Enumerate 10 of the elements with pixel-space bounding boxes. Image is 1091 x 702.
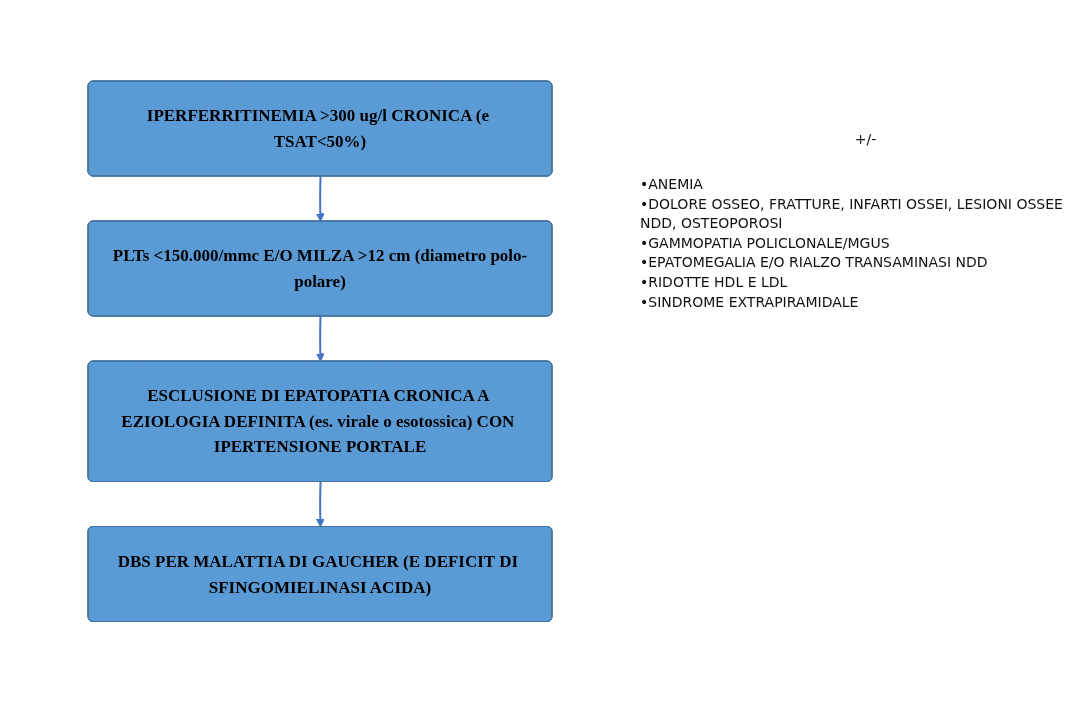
symptom-list-item: •DOLORE OSSEO, FRATTURE, INFARTI OSSEI, LESIONI OSSEE NDD, OSTEOPOROSI bbox=[640, 194, 1064, 233]
symptom-list-item: •GAMMOPATIA POLICLONALE/MGUS bbox=[640, 233, 891, 253]
symptom-list-item: •EPATOMEGALIA E/O RIALZO TRANSAMINASI NDD bbox=[640, 253, 989, 273]
symptom-list-item: •ANEMIA bbox=[640, 174, 704, 194]
arrow bbox=[315, 480, 325, 528]
arrow bbox=[315, 175, 325, 222]
symptom-list-item: •SINDROME EXTRAPIRAMIDALE bbox=[640, 293, 860, 313]
symptom-list-item: •RIDOTTE HDL E LDL bbox=[640, 273, 789, 293]
plus-minus-note: +/- bbox=[853, 130, 878, 149]
arrow bbox=[315, 315, 325, 362]
